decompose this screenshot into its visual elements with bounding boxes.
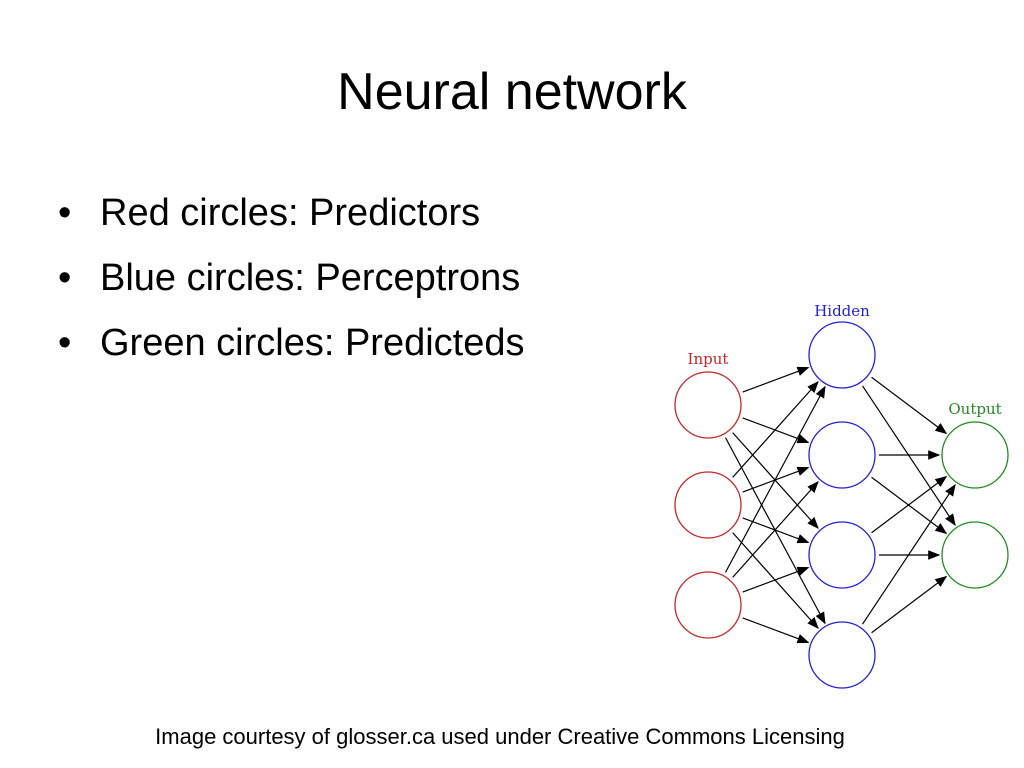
hidden-node bbox=[808, 621, 876, 689]
input-node bbox=[674, 371, 742, 439]
bullet-text: Blue circles: Perceptrons bbox=[100, 257, 521, 299]
bullet-text: Green circles: Predicteds bbox=[100, 322, 525, 364]
output-node bbox=[941, 421, 1009, 489]
bullet-list: • Red circles: Predictors • Blue circles: … bbox=[58, 188, 525, 383]
bullet-item: • Red circles: Predictors bbox=[58, 188, 525, 253]
image-credit: Image courtesy of glosser.ca used under … bbox=[155, 724, 845, 749]
connection-arrow bbox=[724, 385, 826, 573]
connection-arrow bbox=[861, 483, 956, 625]
connection-arrow bbox=[742, 617, 810, 644]
layer-label-input: Input bbox=[688, 350, 729, 368]
connection-arrow bbox=[732, 480, 819, 578]
connection-arrow bbox=[742, 366, 810, 393]
slide-title: Neural network bbox=[337, 63, 687, 121]
connection-arrow bbox=[871, 575, 948, 634]
connection-arrow bbox=[742, 566, 810, 593]
bullet-icon: • bbox=[58, 257, 72, 299]
input-node bbox=[674, 471, 742, 539]
layer-label-output: Output bbox=[948, 400, 1001, 418]
connection-arrow bbox=[871, 475, 948, 534]
connection-arrow bbox=[871, 376, 948, 435]
hidden-node bbox=[808, 421, 876, 489]
layer-label-hidden: Hidden bbox=[814, 302, 870, 320]
output-node bbox=[941, 521, 1009, 589]
bullet-icon: • bbox=[58, 322, 72, 364]
bullet-item: • Blue circles: Perceptrons bbox=[58, 253, 525, 318]
bullet-icon: • bbox=[58, 192, 72, 234]
input-node bbox=[674, 571, 742, 639]
connection-arrow bbox=[732, 380, 819, 478]
bullet-text: Red circles: Predictors bbox=[100, 192, 481, 234]
bullet-item: • Green circles: Predicteds bbox=[58, 318, 525, 383]
hidden-node bbox=[808, 321, 876, 389]
hidden-node bbox=[808, 521, 876, 589]
